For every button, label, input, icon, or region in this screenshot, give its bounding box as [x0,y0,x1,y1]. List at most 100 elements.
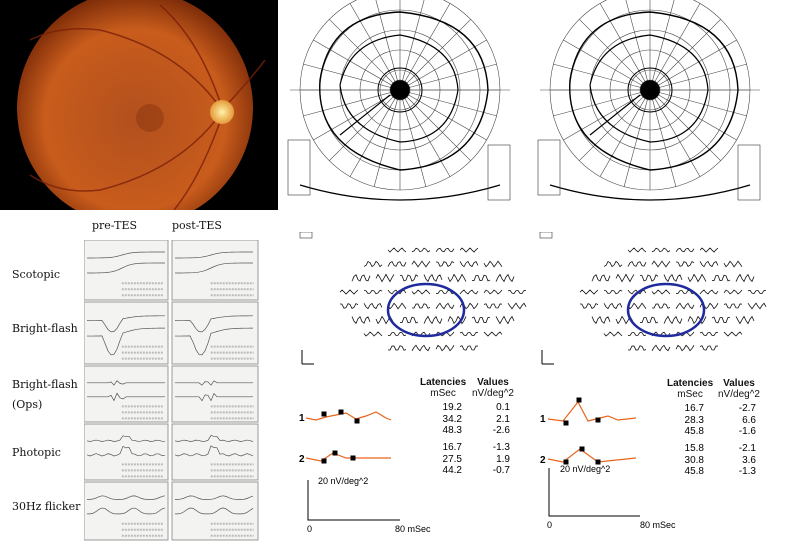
mferg-waveform [711,316,731,324]
mferg-waveform [411,289,431,295]
mferg-waveform [639,316,659,324]
fferg-trace [174,262,254,274]
central-ring-highlight [386,282,466,338]
mferg-waveform [699,247,719,253]
central-ring-highlight [626,282,706,338]
meridian-line [399,63,497,91]
scale-x0-1: 0 [307,524,313,534]
values-title: Values [477,377,509,388]
fferg-panel [84,365,169,423]
fferg-trace [175,392,253,402]
mferg-waveform [447,273,467,283]
mferg-waveform [627,260,647,267]
scale-y-label-1: 20 nV/deg^2 [318,476,369,486]
mferg-waveform [351,315,371,325]
row-ops-label: (Ops) [12,398,43,411]
meridian-line [329,89,401,161]
values-title: Values [723,378,755,389]
mferg-waveform [363,302,383,310]
fferg-trace [87,392,165,402]
peak-marker [321,458,327,464]
mferg-waveform [651,344,671,352]
fferg-trace [86,262,166,274]
mferg-waveform [627,332,647,337]
fferg-panels [84,240,259,541]
mferg-waveform [387,247,407,253]
array-label-box [539,232,553,239]
mferg-ring-trace [305,452,391,462]
mferg-waveform [387,260,407,267]
mferg-waveform [387,332,407,337]
isopter-outer [569,11,739,171]
meridian-line [649,89,721,161]
bottom-arc [549,184,751,201]
ring2-label-2: 2 [540,455,546,466]
mferg-waveform [483,303,503,309]
mferg-waveform [699,331,719,337]
meridian-line [399,39,487,91]
peak-marker [332,450,338,456]
mferg-waveform [627,345,647,351]
mferg-waveform [723,303,743,309]
peak-marker [576,397,582,403]
mferg-waveform [675,344,695,352]
fferg-trace [174,327,254,356]
meridian-line [375,0,401,91]
meridian-line [563,39,651,91]
meridian-line [649,0,675,91]
peak-marker [595,417,601,423]
isopter-middle [589,34,709,143]
isopter-inner [627,67,673,113]
mferg-waveform [399,316,419,324]
mferg-waveform [627,302,647,310]
mferg-waveform [735,315,755,325]
bottom-arc [299,184,501,201]
mferg-waveform [579,302,599,309]
mferg-waveform [675,290,695,295]
meridian-line [553,89,651,117]
mferg-waveform [351,274,371,282]
meridian-line [553,63,651,91]
peak-marker [321,411,327,417]
isopter-inner [377,67,423,113]
legend-grid-left [537,139,561,196]
mferg-waveform [699,289,719,295]
mferg-waveform [651,260,671,268]
meridian-line [399,89,471,161]
meridian-line [399,19,471,91]
meridian-line [303,89,401,117]
mferg-waveform [411,344,431,352]
mferg-waveform [603,302,623,310]
mferg-waveform [411,303,431,309]
ring1-label-2: 1 [540,414,546,425]
mferg-ring-trace [547,400,637,422]
meridian-line [579,89,651,161]
isopter-middle [339,34,459,143]
mferg-waveform [483,331,503,337]
meridian-line [649,89,701,177]
meridian-line [303,63,401,91]
fferg-trace [174,445,254,457]
meridian-line [349,3,401,91]
peak-marker [563,420,569,426]
meridian-line [599,3,651,91]
mferg-waveform [387,302,407,310]
meridian-line [649,89,747,117]
mferg-waveform [603,331,623,337]
peak-marker [338,409,344,415]
mferg-waveform [459,260,479,268]
mferg-waveform [507,302,527,310]
meridian-line [649,63,747,91]
mferg-waveform [339,302,359,309]
legend-grid-right [487,144,511,201]
mferg-waveform [591,274,611,282]
mferg-waveform [387,345,407,351]
mferg-waveform [435,344,455,352]
mferg-waveform [699,260,719,268]
meridian-line [579,19,651,91]
